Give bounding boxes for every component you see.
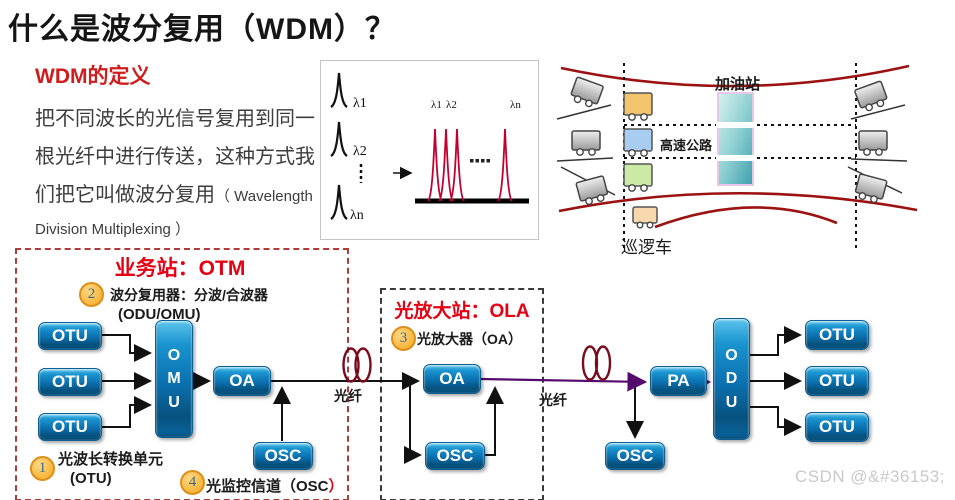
osc-note-label: 光监控信道（OSC） xyxy=(206,478,344,495)
page-title: 什么是波分复用（WDM）？ xyxy=(8,13,396,46)
definition-line-3-en: （ Wavelength xyxy=(215,188,313,205)
gas-station-icon xyxy=(716,92,755,186)
osc-box: OSC xyxy=(425,442,485,470)
truck-icon xyxy=(571,130,601,156)
truck-icon xyxy=(854,173,888,204)
black-connectors xyxy=(100,326,802,464)
definition-text: 把不同波长的光信号复用到同一 根光纤中进行传送，这种方式我 们把它叫做波分复用（… xyxy=(35,100,335,242)
pa-box: PA xyxy=(650,366,707,396)
oa-box: OA xyxy=(213,366,271,396)
highway-label: 高速公路 xyxy=(660,138,713,153)
fiber-coil-icon xyxy=(342,345,612,383)
patrol-car-icon xyxy=(632,206,658,229)
wavelength-diagram: λ1 λ2 λn λ1 λ2 λn xyxy=(320,60,539,240)
truck-orange-icon xyxy=(623,92,653,121)
badge-4: 4 xyxy=(180,470,205,495)
lambda2-label: λ2 xyxy=(353,144,367,159)
otm-title: 业务站：OTM xyxy=(114,257,246,280)
otu-note-label: 光波长转换单元 xyxy=(58,451,164,468)
watermark: CSDN @&#36153; xyxy=(795,467,945,486)
input-peak-icon xyxy=(330,72,348,220)
out-lambdan-label: λn xyxy=(510,99,521,111)
multiplexed-peaks-icon xyxy=(427,128,513,202)
lambda1-label: λ1 xyxy=(353,96,367,111)
definition-line-4-en: Division Multiplexing ） xyxy=(35,221,191,238)
truck-icon xyxy=(575,175,609,206)
mux-label: 波分复用器：分波/合波器 xyxy=(110,287,268,303)
otu-box: OTU xyxy=(805,320,869,350)
ola-title: 光放大站：OLA xyxy=(394,301,530,322)
badge-3: 3 xyxy=(391,326,416,351)
oa-box: OA xyxy=(423,364,481,394)
road-curves xyxy=(558,64,918,229)
otu-note-sublabel: (OTU) xyxy=(70,470,112,487)
fiber-label: 光纤 xyxy=(334,388,362,404)
truck-blue-icon xyxy=(623,128,653,157)
network-connectors xyxy=(100,326,802,464)
definition-line-2: 根光纤中进行传送，这种方式我 xyxy=(35,146,315,168)
otu-box: OTU xyxy=(805,412,869,442)
otu-box: OTU xyxy=(38,368,102,396)
osc-box: OSC xyxy=(253,442,313,470)
lambdan-label: λn xyxy=(350,208,364,223)
truck-icon xyxy=(570,76,604,108)
definition-line-3: 们把它叫做波分复用 xyxy=(35,184,215,206)
mux-sublabel: (ODU/OMU) xyxy=(118,306,201,323)
out-lambda1-label: λ1 xyxy=(431,99,442,111)
highway-diagram: 加油站 高速公路 巡逻车 xyxy=(556,63,918,257)
otu-box: OTU xyxy=(38,322,102,350)
fiber-label: 光纤 xyxy=(539,392,567,408)
gas-station-label: 加油站 xyxy=(714,75,760,93)
badge-2: 2 xyxy=(79,282,104,307)
ellipsis-dots xyxy=(470,159,490,163)
definition-heading: WDM的定义 xyxy=(35,65,151,88)
badge-1: 1 xyxy=(30,456,55,481)
otu-box: OTU xyxy=(38,413,102,441)
out-lambda2-label: λ2 xyxy=(446,99,457,111)
oa-note-label: 光放大器（OA） xyxy=(417,331,522,347)
truck-icon xyxy=(854,80,888,112)
definition-line-1: 把不同波长的光信号复用到同一 xyxy=(35,108,315,130)
otu-box: OTU xyxy=(805,366,869,396)
patrol-car-label: 巡逻车 xyxy=(621,238,672,257)
osc-box: OSC xyxy=(605,442,665,470)
truck-icon xyxy=(858,130,888,156)
truck-green-icon xyxy=(623,163,653,192)
